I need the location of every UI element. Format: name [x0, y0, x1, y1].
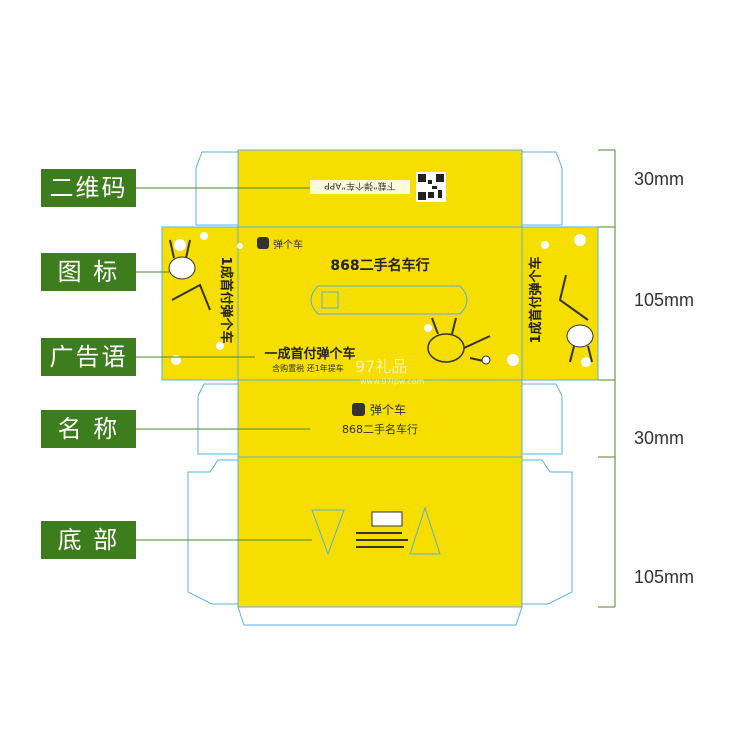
label-name: 名 称 [41, 410, 136, 448]
box-title: 868二手名车行 [330, 257, 429, 274]
watermark-text: 97礼品 [355, 357, 407, 376]
right-side-panel [521, 226, 599, 381]
rabbit-mascot-center [427, 317, 491, 365]
brand-logo-icon [257, 237, 269, 249]
slogan-sub-text: 含购置税 还1年提车 [272, 363, 344, 373]
rabbit-mascot-left [168, 239, 211, 311]
label-graphic: 图 标 [41, 253, 136, 291]
dim-top-flap: 30mm [634, 169, 685, 189]
front-flap-left [197, 383, 239, 455]
rabbit-mascot-right [558, 274, 594, 363]
name-brand-logo-icon [352, 403, 365, 416]
label-slogan: 广告语 [41, 338, 136, 376]
bottom-flap-left [187, 459, 239, 605]
dim-side-panel: 30mm [634, 428, 685, 448]
bottom-triangle-left [311, 509, 345, 556]
dimension-bracket [598, 149, 616, 608]
front-flap-right [521, 383, 563, 455]
label-qr-code: 二维码 [41, 169, 136, 207]
bottom-small-text-lines [356, 532, 408, 548]
bottom-triangle-right [409, 506, 441, 555]
side-slogan-right: 1成首付弹个车 [528, 256, 544, 343]
bottom-photo [371, 511, 403, 527]
tissue-tab [321, 291, 339, 309]
label-bottom: 底 部 [41, 521, 136, 559]
bottom-tuck-flap [237, 606, 523, 626]
dim-top-panel: 105mm [634, 290, 695, 310]
name-brand-text: 弹个车 [370, 402, 406, 417]
front-panel [237, 379, 523, 458]
download-app-text: 下载“弹个车”APP [324, 180, 396, 192]
dim-bottom-panel: 105mm [634, 567, 695, 587]
download-app-bar [310, 180, 410, 194]
bottom-flap-right [521, 459, 573, 605]
side-slogan-left: 1成首付弹个车 [218, 256, 234, 343]
left-side-panel [161, 226, 239, 381]
brand-text: 弹个车 [273, 238, 303, 251]
decorative-dots [171, 232, 591, 367]
name-title-text: 868二手名车行 [342, 422, 418, 436]
slogan-text: 一成首付弹个车 [264, 346, 355, 362]
tissue-opening [310, 285, 468, 315]
top-tuck-flap-right [521, 151, 563, 226]
qr-code [416, 172, 446, 202]
watermark-url: www.97lpw.com [360, 377, 425, 386]
